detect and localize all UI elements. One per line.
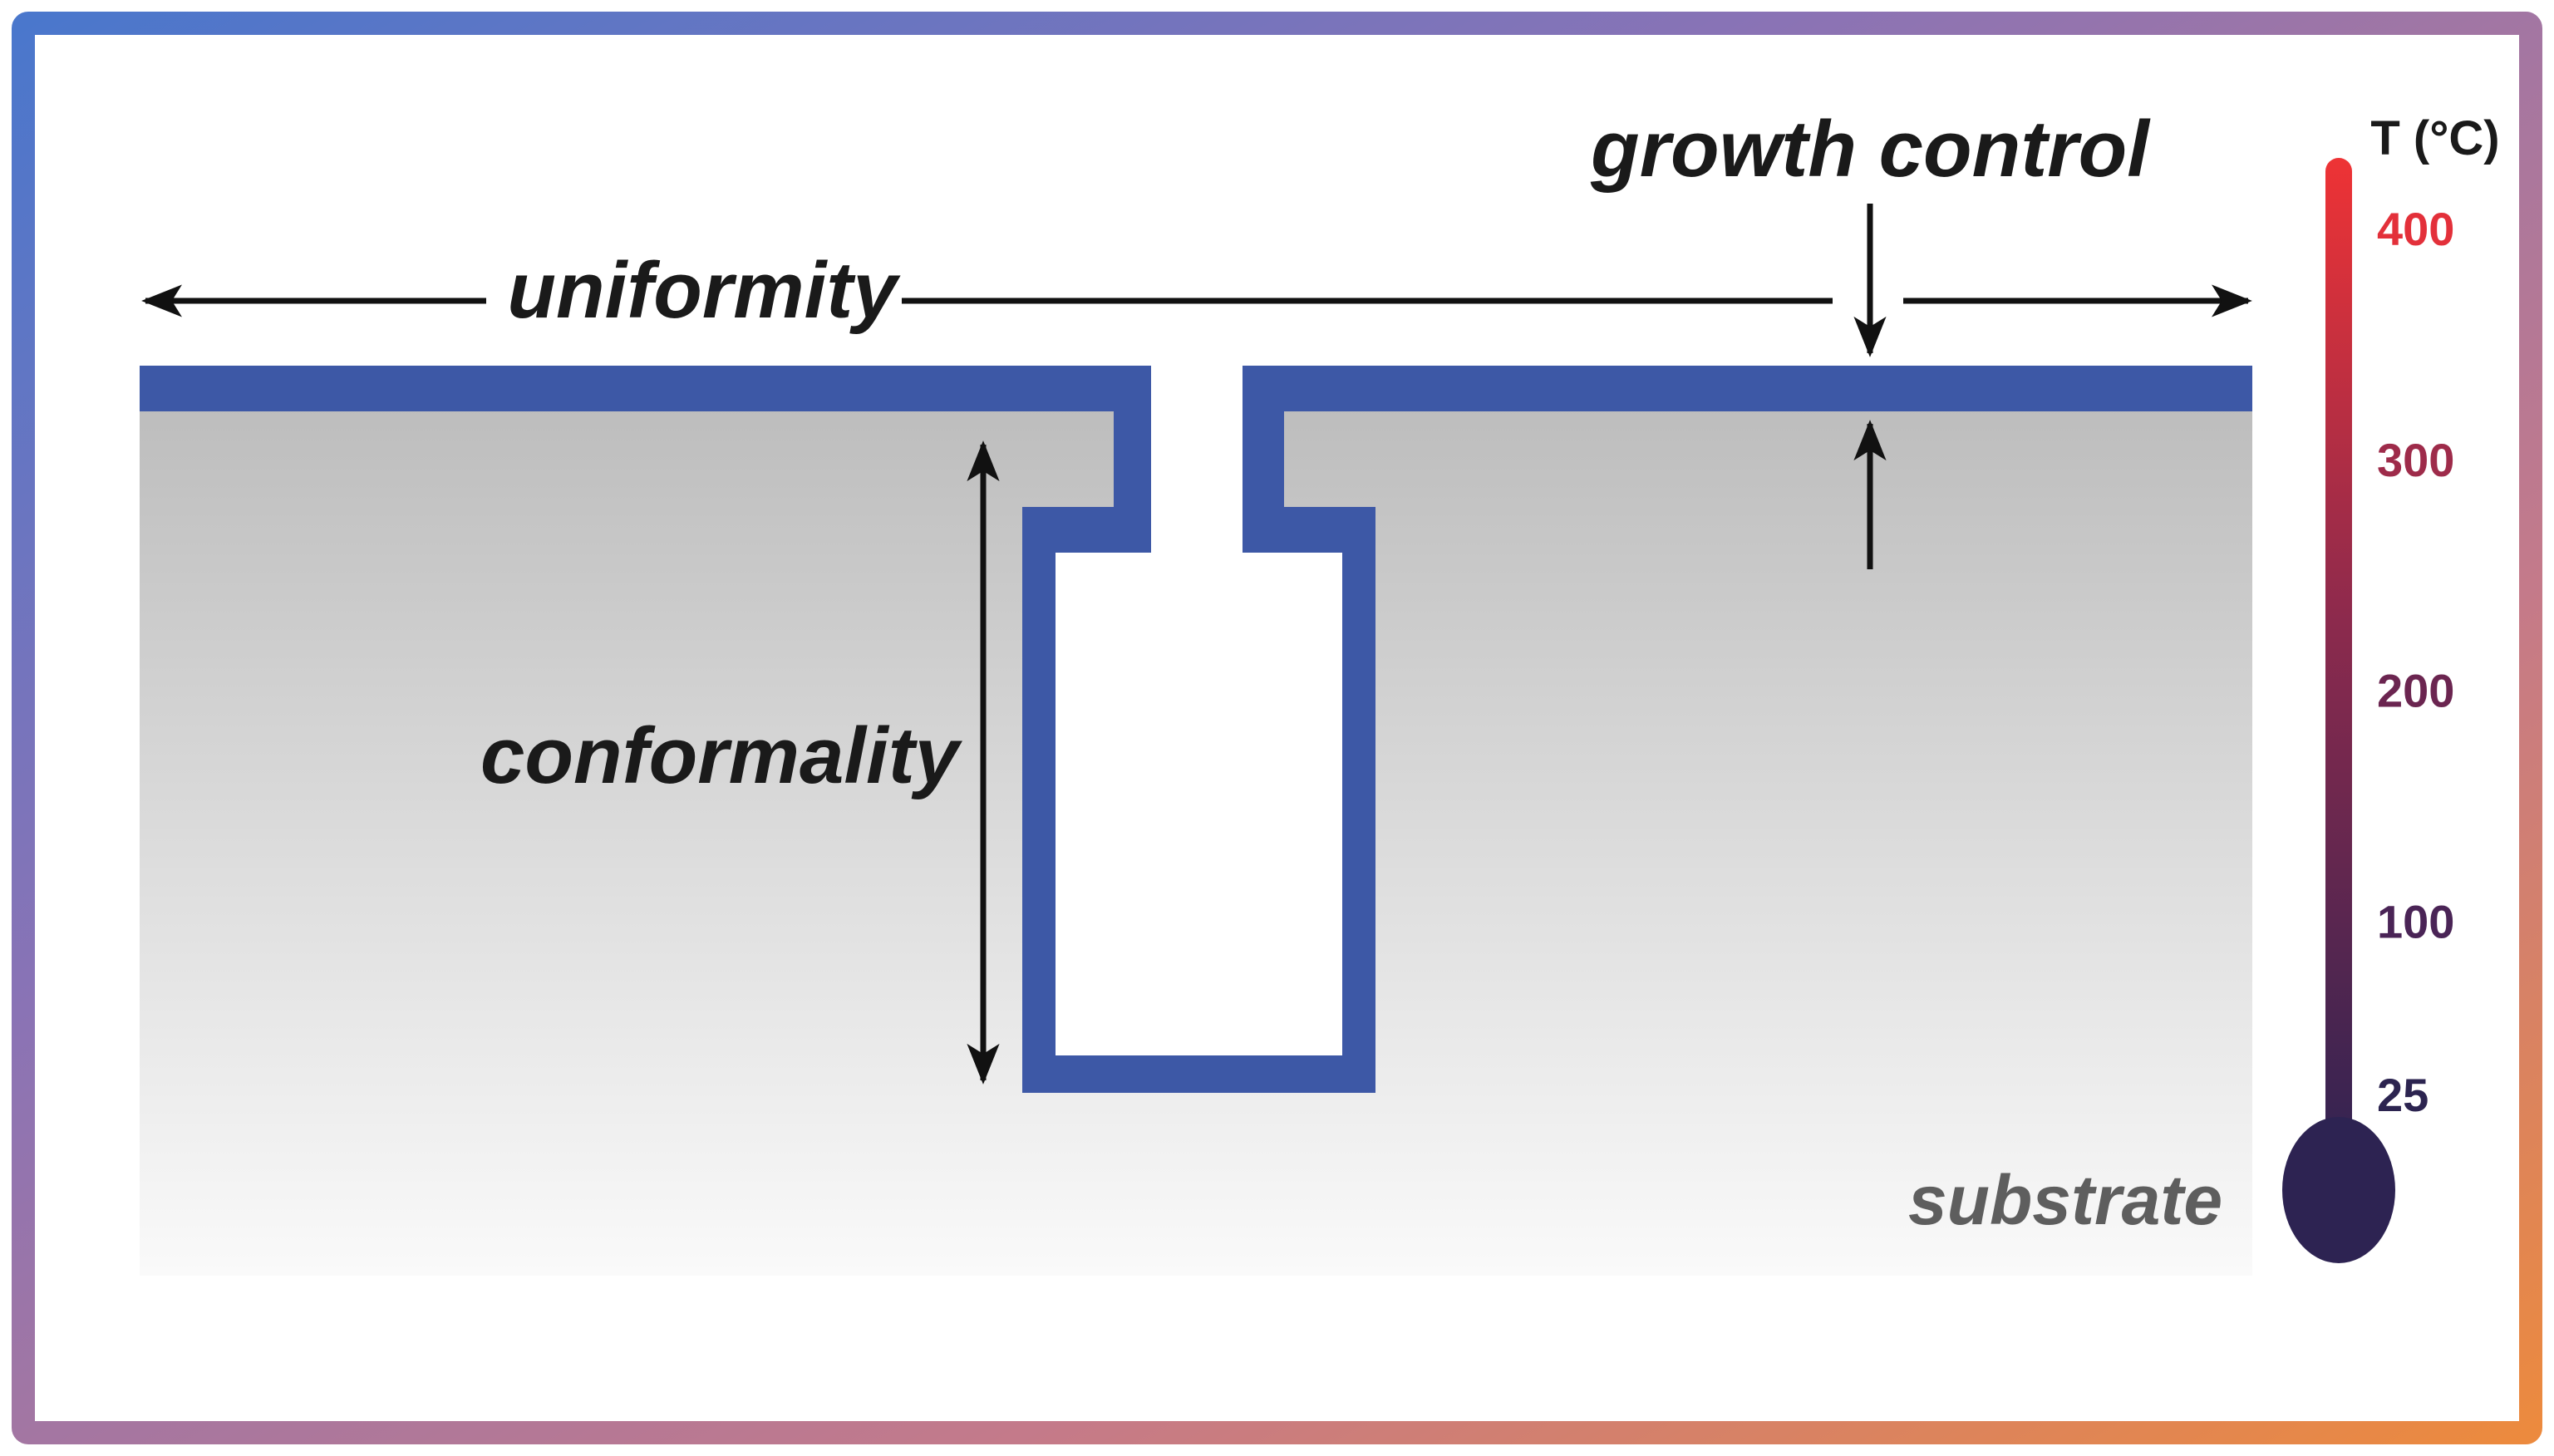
- thermometer-tick-300: 300: [2377, 434, 2454, 486]
- thermometer-ticks: 400 300 200 100 25: [2377, 203, 2454, 1121]
- thermometer-tube: [2325, 158, 2352, 1188]
- thermometer-tick-25: 25: [2377, 1069, 2429, 1121]
- thermometer-tick-100: 100: [2377, 896, 2454, 948]
- thermometer: T (°C) 400 300 200 100 25: [2282, 111, 2500, 1263]
- trench-cavity: [1056, 366, 1342, 1055]
- growth-control-label: growth control: [1590, 105, 2151, 194]
- thermometer-title: T (°C): [2370, 111, 2499, 165]
- uniformity-label: uniformity: [507, 246, 901, 335]
- thermometer-bulb: [2282, 1117, 2395, 1263]
- frame-border: [12, 12, 2542, 1444]
- thermometer-tick-200: 200: [2377, 665, 2454, 717]
- thermometer-tick-400: 400: [2377, 203, 2454, 255]
- conformality-label: conformality: [480, 711, 963, 800]
- substrate-label: substrate: [1908, 1161, 2222, 1239]
